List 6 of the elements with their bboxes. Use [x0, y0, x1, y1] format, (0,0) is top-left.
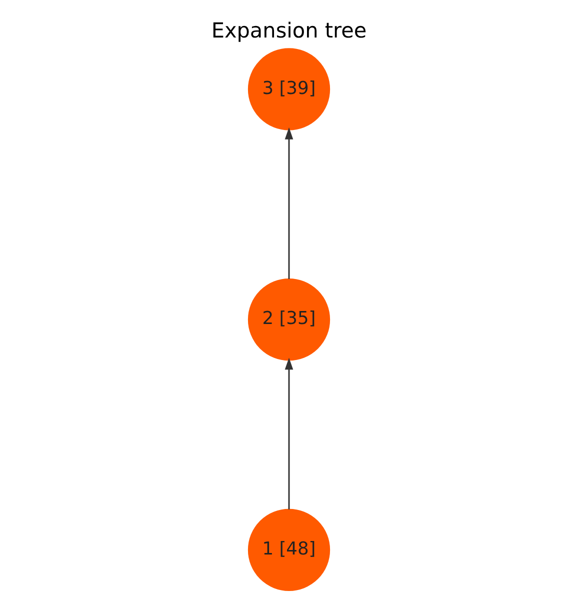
arrow: [284, 358, 294, 510]
node-circle: 3 [39]: [248, 48, 330, 130]
node-circle: 2 [35]: [248, 278, 330, 361]
arrow: [284, 127, 294, 279]
node-circle: 1 [48]: [248, 508, 330, 591]
diagram-title: Expansion tree: [211, 18, 367, 42]
